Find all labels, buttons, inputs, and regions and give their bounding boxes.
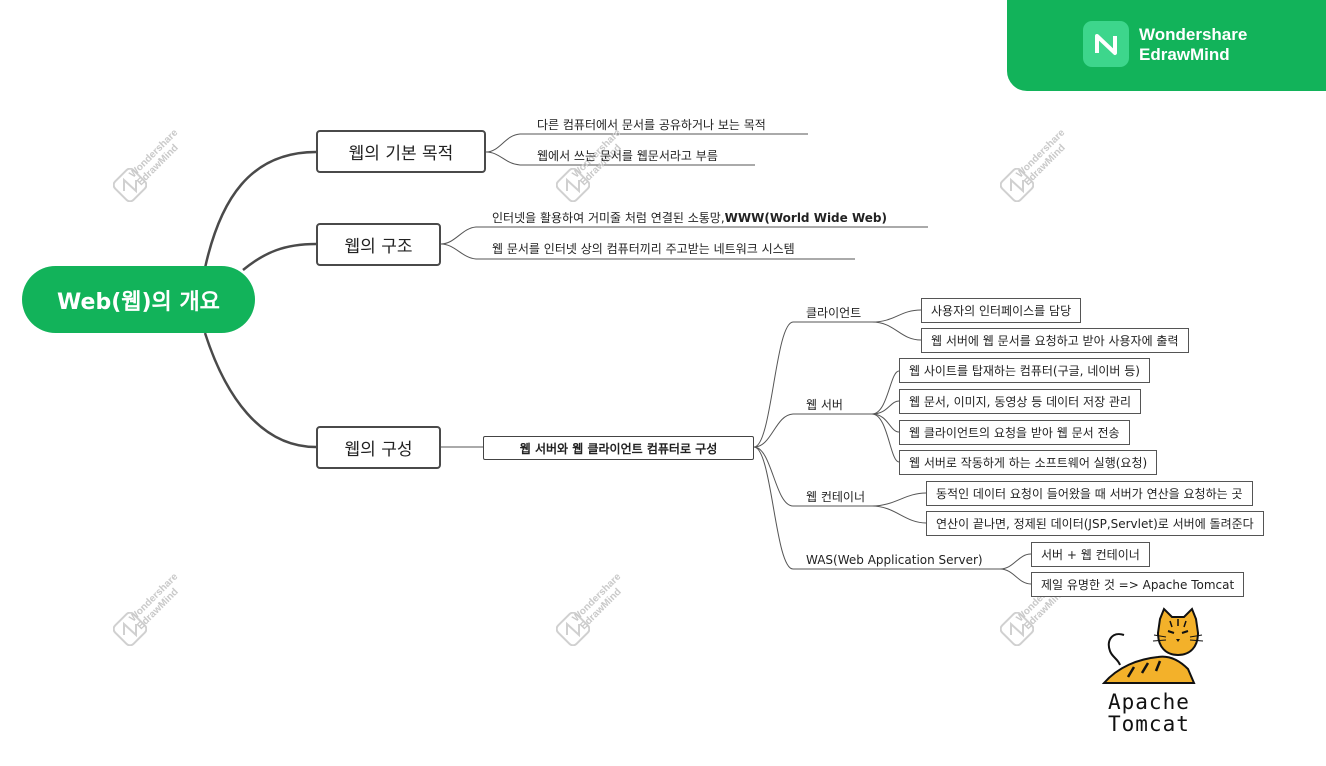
topic-web-purpose[interactable]: 웹의 기본 목적 <box>316 130 486 173</box>
container-item-1[interactable]: 동적인 데이터 요청이 들어왔을 때 서버가 연산을 요청하는 곳 <box>926 481 1253 506</box>
watermark-logo-icon <box>112 167 148 203</box>
topic-web-composition[interactable]: 웹의 구성 <box>316 426 441 469</box>
subtopic-structure-1-text: 인터넷을 활용하여 거미줄 처럼 연결된 소통망, <box>492 211 725 225</box>
watermark-logo-icon <box>112 611 148 647</box>
tomcat-logo-line-2: Tomcat <box>1108 712 1190 736</box>
subtopic-purpose-1[interactable]: 다른 컴퓨터에서 문서를 공유하거나 보는 목적 <box>537 118 766 132</box>
subtopic-structure-2[interactable]: 웹 문서를 인터넷 상의 컴퓨터끼리 주고받는 네트워크 시스템 <box>492 242 795 256</box>
was-item-2[interactable]: 제일 유명한 것 => Apache Tomcat <box>1031 572 1245 597</box>
server-item-4[interactable]: 웹 서버로 작동하게 하는 소프트웨어 실행(요청) <box>899 450 1158 475</box>
category-web-server[interactable]: 웹 서버 <box>806 398 843 412</box>
watermark-logo-icon <box>999 167 1035 203</box>
subtopic-purpose-2[interactable]: 웹에서 쓰는 문서를 웹문서라고 부름 <box>537 149 718 163</box>
apache-tomcat-logo: Apache Tomcat <box>1098 607 1212 737</box>
server-item-2[interactable]: 웹 문서, 이미지, 동영상 등 데이터 저장 관리 <box>899 389 1142 414</box>
subtopic-composition-summary[interactable]: 웹 서버와 웹 클라이언트 컴퓨터로 구성 <box>483 436 754 460</box>
server-item-1[interactable]: 웹 사이트를 탑재하는 컴퓨터(구글, 네이버 등) <box>899 358 1150 383</box>
container-item-2[interactable]: 연산이 끝나면, 정제된 데이터(JSP,Servlet)로 서버에 돌려준다 <box>926 511 1264 536</box>
brand-line-1: Wondershare <box>1139 25 1248 44</box>
category-client[interactable]: 클라이언트 <box>806 306 862 320</box>
brand-badge: Wondershare EdrawMind <box>1007 0 1326 91</box>
tomcat-logo-text: Apache Tomcat <box>1108 691 1190 735</box>
category-was[interactable]: WAS(Web Application Server) <box>806 553 983 567</box>
category-web-container[interactable]: 웹 컨테이너 <box>806 490 866 504</box>
brand-name: Wondershare EdrawMind <box>1139 25 1247 65</box>
tomcat-logo-line-1: Apache <box>1108 690 1190 714</box>
client-item-2[interactable]: 웹 서버에 웹 문서를 요청하고 받아 사용자에 출력 <box>921 328 1189 353</box>
topic-web-structure[interactable]: 웹의 구조 <box>316 223 441 266</box>
subtopic-structure-1[interactable]: 인터넷을 활용하여 거미줄 처럼 연결된 소통망,WWW(World Wide … <box>492 210 887 226</box>
tomcat-cat-icon <box>1101 607 1204 684</box>
watermark-logo-icon <box>555 167 591 203</box>
subtopic-structure-1-bold: WWW(World Wide Web) <box>724 211 887 225</box>
root-topic[interactable]: Web(웹)의 개요 <box>22 266 255 333</box>
server-item-3[interactable]: 웹 클라이언트의 요청을 받아 웹 문서 전송 <box>899 420 1130 445</box>
brand-line-2: EdrawMind <box>1139 45 1230 64</box>
watermark-logo-icon <box>555 611 591 647</box>
client-item-1[interactable]: 사용자의 인터페이스를 담당 <box>921 298 1082 323</box>
watermark-logo-icon <box>999 611 1035 647</box>
edrawmind-logo-icon <box>1083 21 1129 67</box>
was-item-1[interactable]: 서버 + 웹 컨테이너 <box>1031 542 1150 567</box>
